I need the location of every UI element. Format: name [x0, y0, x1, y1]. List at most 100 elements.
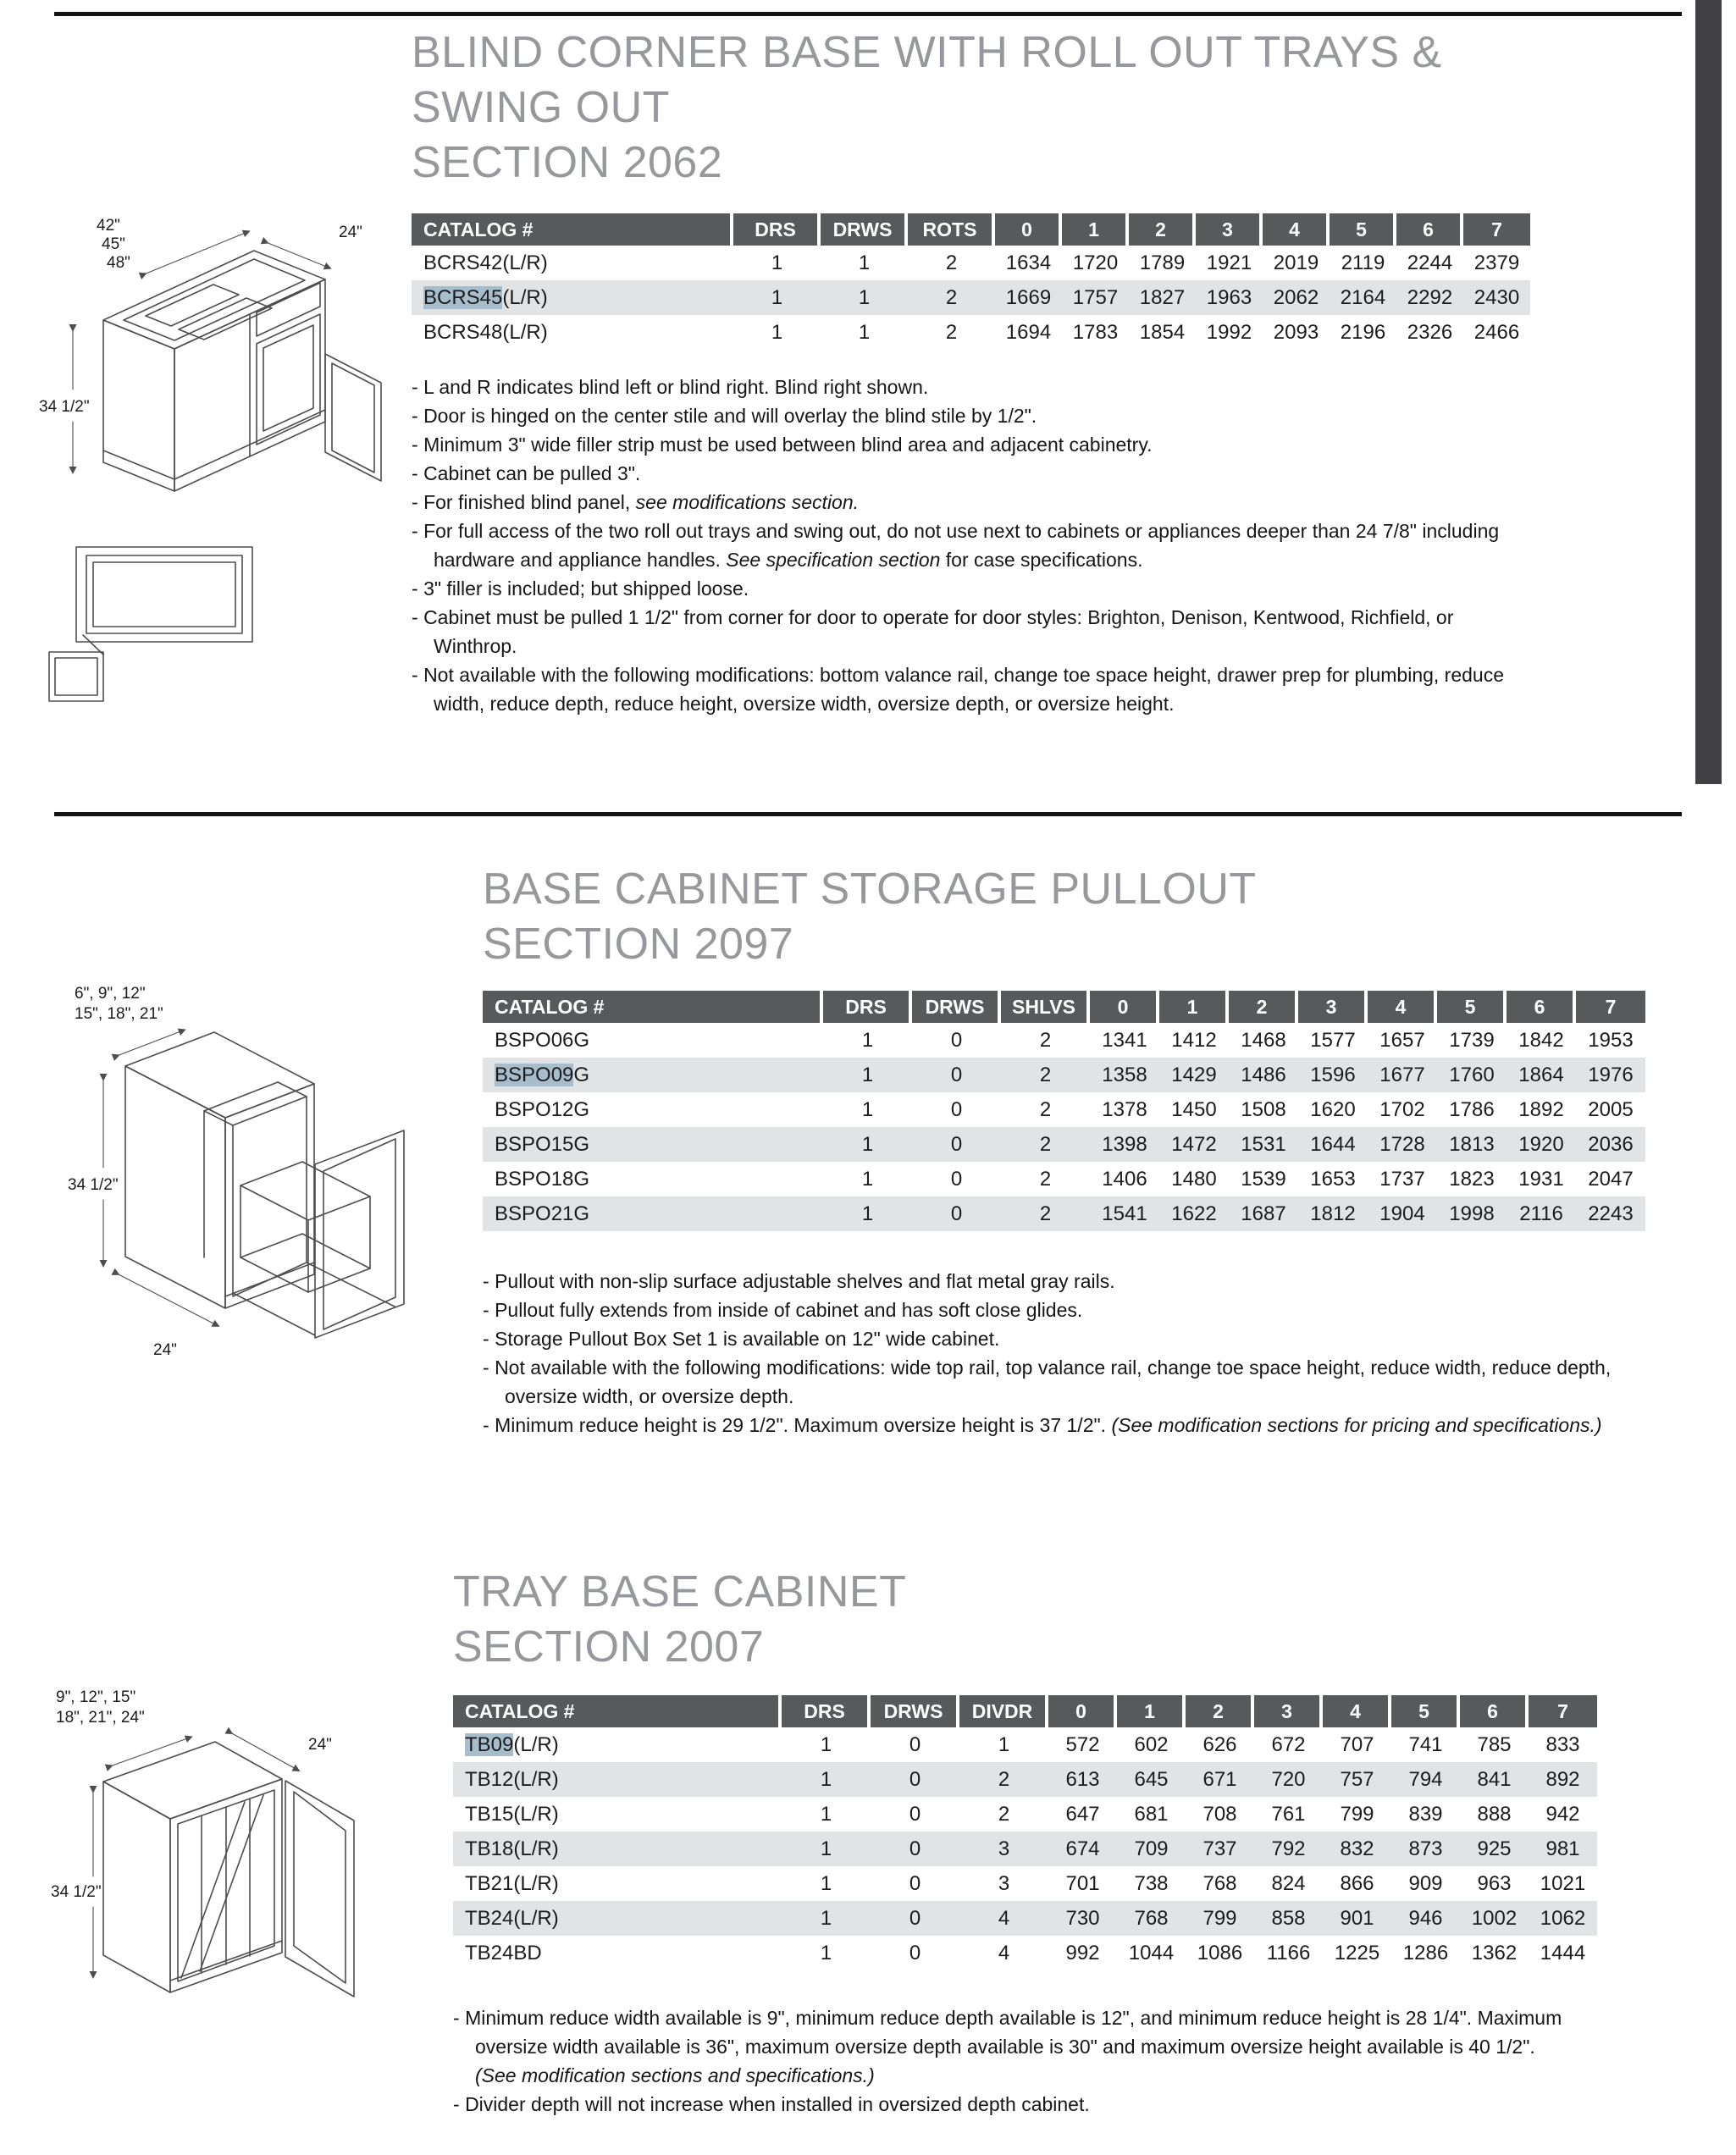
- spec-cell: 1: [820, 1872, 832, 1895]
- price-cell: 1864: [1518, 1064, 1564, 1086]
- page-edge-tab: [1695, 0, 1722, 784]
- catalog-code: BSPO18G: [495, 1168, 590, 1191]
- spec-cell: 1: [771, 251, 783, 274]
- section-2007-header: TRAY BASE CABINET SECTION 2007: [453, 1565, 906, 1675]
- catalog-code: BSPO06G: [495, 1029, 590, 1052]
- price-cell: 768: [1202, 1872, 1237, 1895]
- spec-cell: 1: [820, 1942, 832, 1964]
- price-cell: 1531: [1241, 1133, 1286, 1156]
- note-text: Pullout with non-slip surface adjustable…: [495, 1270, 1115, 1292]
- spec-cell: 1: [861, 1098, 874, 1121]
- price-cell: 741: [1408, 1733, 1443, 1756]
- catalog-code: TB18: [465, 1837, 514, 1860]
- price-cell: 925: [1477, 1837, 1512, 1860]
- spec-cell: 0: [909, 1942, 921, 1964]
- price-cell: 1002: [1471, 1907, 1518, 1930]
- spec-cell: 0: [909, 1837, 921, 1860]
- catalog-code: BCRS42: [423, 251, 503, 274]
- column-header-price: 1: [1117, 1695, 1186, 1727]
- price-cell: 1920: [1518, 1133, 1564, 1156]
- note-text-italic: see modifications section.: [635, 491, 860, 513]
- spec-cell: 0: [950, 1168, 963, 1191]
- note-text: Cabinet must be pulled 1 1/2" from corne…: [423, 606, 1454, 657]
- price-cell: 2244: [1407, 251, 1453, 274]
- price-cell: 1021: [1540, 1872, 1586, 1895]
- catalog-cell: BCRS45(L/R): [412, 280, 733, 315]
- storage-pullout-cabinet-drawing: 6", 9", 12" 15", 18", 21" 34 1/2" 24": [68, 985, 405, 1359]
- price-cell: 1789: [1139, 251, 1186, 274]
- catalog-cell: TB24(L/R): [453, 1901, 782, 1936]
- note-text: Minimum reduce height is 29 1/2". Maximu…: [495, 1414, 1112, 1436]
- column-header-price: 1: [1062, 213, 1129, 246]
- column-header-spec: SHLVS: [1001, 991, 1090, 1023]
- catalog-cell: BSPO12G: [483, 1092, 823, 1127]
- catalog-code: TB12: [465, 1768, 514, 1791]
- note-text: For full access of the two roll out tray…: [423, 520, 1500, 571]
- price-cell: 888: [1477, 1803, 1512, 1826]
- price-cell: 1429: [1171, 1064, 1217, 1086]
- spec-cell: 1: [820, 1733, 832, 1756]
- spec-cell: 0: [950, 1202, 963, 1225]
- catalog-suffix: (L/R): [513, 1733, 559, 1756]
- catalog-cell: BSPO18G: [483, 1162, 823, 1196]
- price-cell: 2116: [1519, 1202, 1563, 1225]
- note-item: Minimum reduce width available is 9", mi…: [453, 2003, 1562, 2090]
- note-text: Cabinet can be pulled 3".: [423, 462, 641, 484]
- catalog-suffix: G: [573, 1064, 590, 1086]
- spec-cell: 1: [861, 1168, 874, 1191]
- catalog-code: TB09: [465, 1733, 514, 1756]
- price-cell: 768: [1134, 1907, 1169, 1930]
- dim-width-label: 9", 12", 15": [56, 1688, 135, 1706]
- column-header-catalog: CATALOG #: [453, 1695, 782, 1727]
- price-cell: 992: [1065, 1942, 1100, 1964]
- column-header-price: 6: [1396, 213, 1463, 246]
- price-cell: 799: [1340, 1803, 1374, 1826]
- cabinet-body: [102, 250, 382, 492]
- price-cell: 1931: [1518, 1168, 1564, 1191]
- price-cell: 626: [1202, 1733, 1237, 1756]
- catalog-suffix: (L/R): [513, 1872, 559, 1895]
- column-header-spec: DRS: [823, 991, 912, 1023]
- catalog-cell: TB09(L/R): [453, 1727, 782, 1762]
- spec-cell: 2: [945, 251, 958, 274]
- price-cell: 1596: [1310, 1064, 1356, 1086]
- column-header-spec: DRS: [782, 1695, 871, 1727]
- column-header-price: 4: [1368, 991, 1437, 1023]
- blind-corner-cabinet-drawing: 42" 45" 48" 24" 34 1/2": [39, 217, 382, 702]
- price-cell: 2119: [1341, 251, 1385, 274]
- spec-cell: 1: [861, 1202, 874, 1225]
- price-cell: 1827: [1139, 286, 1186, 309]
- column-header-price: 2: [1186, 1695, 1254, 1727]
- spec-cell: 1: [861, 1029, 874, 1052]
- note-item: Divider depth will not increase when ins…: [453, 2090, 1562, 2119]
- dim-depth-label: 24": [339, 224, 362, 241]
- catalog-suffix: (L/R): [502, 251, 548, 274]
- column-header-price: 7: [1529, 1695, 1597, 1727]
- price-cell: 792: [1271, 1837, 1306, 1860]
- price-cell: 1720: [1072, 251, 1119, 274]
- price-cell: 1677: [1379, 1064, 1425, 1086]
- price-cell: 1812: [1310, 1202, 1356, 1225]
- catalog-suffix: (L/R): [513, 1768, 559, 1791]
- price-cell: 647: [1065, 1803, 1100, 1826]
- spec-cell: 1: [820, 1907, 832, 1930]
- column-header-price: 0: [1048, 1695, 1117, 1727]
- catalog-suffix: (L/R): [513, 1837, 559, 1860]
- pullout-assembly: [232, 1130, 405, 1339]
- catalog-code: TB24: [465, 1907, 514, 1930]
- spec-cell: 2: [1039, 1202, 1052, 1225]
- price-cell: 1622: [1171, 1202, 1217, 1225]
- note-text: 3" filler is included; but shipped loose…: [423, 577, 749, 600]
- spec-cell: 2: [1039, 1098, 1052, 1121]
- price-cell: 1412: [1171, 1029, 1217, 1052]
- spec-cell: 1: [771, 286, 783, 309]
- price-cell: 1783: [1072, 321, 1119, 344]
- price-cell: 1976: [1588, 1064, 1634, 1086]
- price-cell: 1508: [1241, 1098, 1286, 1121]
- price-cell: 707: [1340, 1733, 1374, 1756]
- note-item: 3" filler is included; but shipped loose…: [412, 574, 1512, 603]
